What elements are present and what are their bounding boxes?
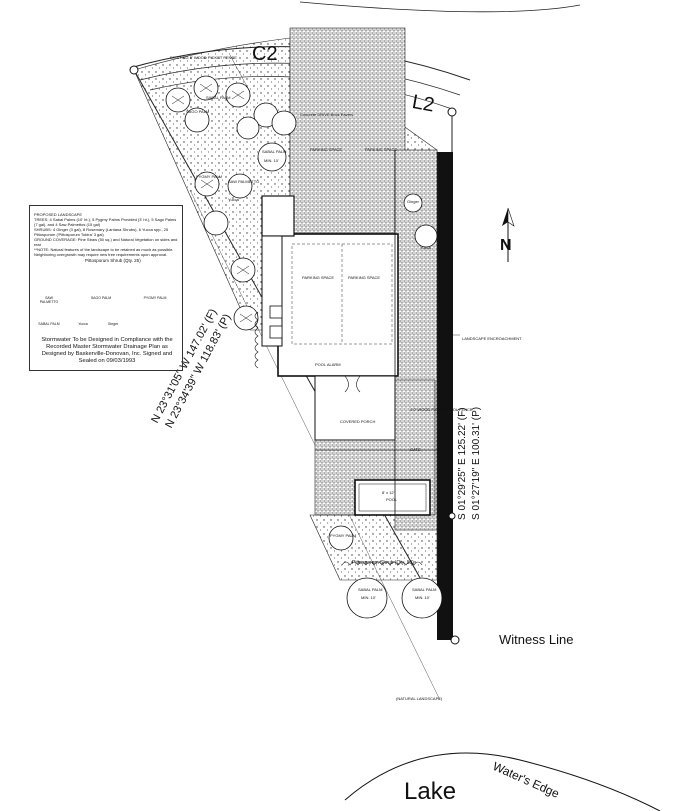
lake-label: Lake	[404, 778, 457, 805]
legend-text: PROPOSED LANDSCAPE TREES: 4 Sabal Palms …	[34, 212, 180, 257]
legend-sabal-palm: SABAL PALM	[38, 322, 60, 326]
legend-saw-palmetto: SAW PALMETTO	[39, 296, 59, 304]
north-arrow	[502, 207, 515, 262]
parking-note-2: PARKING SPACE	[365, 147, 398, 152]
parking-note-1: PARKING SPACE	[310, 147, 343, 152]
lake-shoreline	[344, 752, 661, 811]
legend-notice: **NOTE: Natural features of the landscap…	[34, 247, 174, 257]
plant-label-pygmy-2: PYGMY PALM	[330, 533, 357, 538]
encroachment-note: LANDSCAPE ENCROACHMENT	[462, 336, 522, 341]
curve-c2-label: C2	[252, 43, 278, 65]
plant-label-sabal-3: SABAL PALM	[358, 587, 383, 592]
legend-yucca: Yucca	[78, 322, 88, 326]
legend-ginger: Ginger	[107, 322, 119, 326]
legend-shrubs: SHRUBS: 4 Ginger (3 gal), 8 Rosemary (La…	[34, 227, 169, 237]
plant-label-min-2: MIN. 10'	[361, 595, 376, 600]
covered-porch-label: COVERED PORCH	[340, 419, 376, 424]
pittosporum-row-label: Pittosporum Shrub (Qty. 10)	[352, 560, 414, 566]
plant-label-saw-1: SAW PALMETTO	[228, 179, 260, 184]
landscape-legend: PROPOSED LANDSCAPE TREES: 4 Sabal Palms …	[29, 205, 183, 371]
line-l2-label: L2	[410, 91, 437, 117]
plant-label-sago-1: SAGO PALM	[186, 109, 210, 114]
gate-note: GATE	[410, 447, 421, 452]
fence-note: EXISTING 5' WOOD PICKET FENCE	[170, 55, 237, 60]
plant-label-min-1: MIN. 10'	[264, 158, 279, 163]
pool-label: POOL	[386, 497, 398, 502]
house-footprint	[277, 233, 399, 377]
pool-size-label: 8' x 12'	[382, 490, 395, 495]
natural-landscape-note: (NATURAL LANDSCAPE)	[396, 696, 443, 701]
plant-label-yucca-1: Yucca	[228, 197, 239, 202]
plant-label-min-3: MIN. 10'	[415, 595, 430, 600]
plant-label-sabal-1: SABAL PALM	[206, 95, 231, 100]
witness-line-label: Witness Line	[499, 632, 574, 647]
east-bearing-plat: S 01°27'19" E 100.31' (P)	[471, 406, 482, 520]
legend-shrub-label: Pittosporum Shrub (Qty. 25)	[85, 258, 141, 263]
legend-pygmy-palm: PYGMY PALM	[143, 296, 167, 300]
north-label: N	[500, 237, 512, 254]
garage-parking-2: PARKING SPACE	[348, 275, 381, 280]
paver-driveway	[289, 27, 406, 234]
plant-label-pygmy-1: PYGMY PALM	[196, 174, 223, 179]
stormwater-note: Stormwater To be Designed in Compliance …	[41, 337, 173, 364]
legend-trees: TREES: 4 Sabal Palms (10' ht.), 5 Pygmy …	[34, 217, 177, 227]
east-bearing-deeded: S 01°29'25" E 125.22' (F)	[457, 407, 468, 520]
legend-proposed: PROPOSED LANDSCAPE	[34, 212, 83, 217]
pool-alarm-note: POOL ALARM	[315, 362, 341, 367]
pool-fence-note: 4.0' WOOD PICKET POOL FENCE	[410, 407, 473, 412]
drive-note: Concrete DRIVE Brick Pavers	[300, 112, 354, 117]
plant-label-sabal-2: SABAL PALM	[262, 149, 287, 154]
covered-porch	[314, 375, 396, 441]
plant-label-yucca-2: Yucca	[420, 245, 431, 250]
garage-parking-1: PARKING SPACE	[302, 275, 335, 280]
plant-label-sabal-4: SABAL PALM	[412, 587, 437, 592]
east-boundary-band	[437, 152, 453, 640]
plant-label-ginger: Ginger	[407, 199, 420, 204]
legend-ground-cover: GROUND COVERAGE: Pine Straw (50 sq.) and…	[34, 237, 178, 247]
legend-sago-palm: SAGO PALM	[90, 296, 112, 300]
pool-basin	[354, 479, 431, 516]
